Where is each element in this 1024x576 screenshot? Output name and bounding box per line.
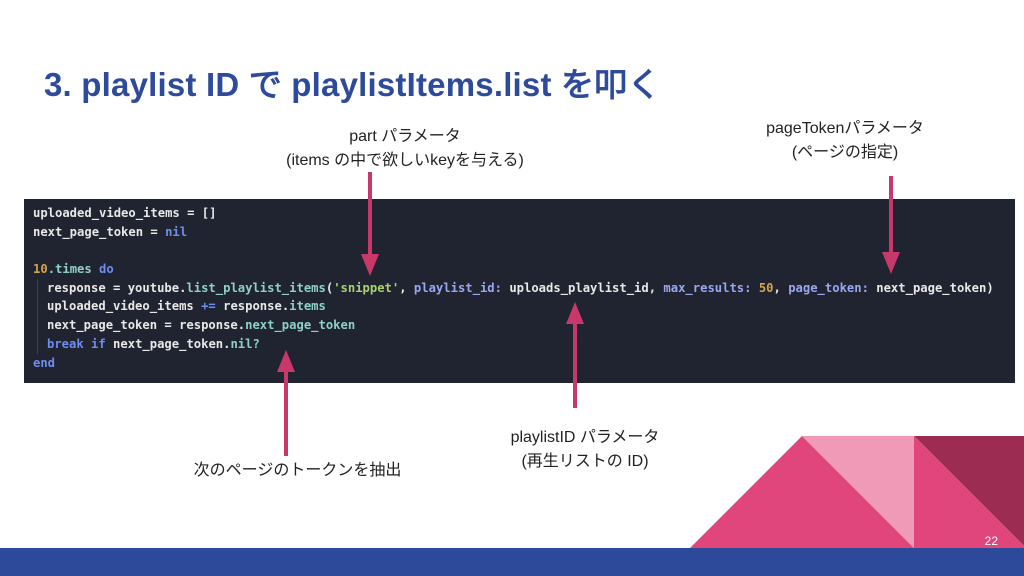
down-arrow-pagetoken — [882, 176, 900, 274]
decorative-triangles — [690, 436, 1024, 548]
code-block: uploaded_video_items = [] next_page_toke… — [24, 199, 1015, 383]
code-line: uploaded_video_items += response.items — [33, 297, 1015, 317]
down-arrow-part — [361, 172, 379, 276]
pagetoken-parameter-note: pageTokenパラメータ (ページの指定) — [730, 117, 960, 165]
up-arrow-playlistid — [566, 302, 584, 408]
code-line-blank — [33, 241, 1015, 260]
code-line: next_page_token = response.next_page_tok… — [33, 316, 1015, 335]
pagetoken-note-line1: pageTokenパラメータ — [766, 120, 924, 137]
code-line: 10.times do — [33, 262, 114, 277]
code-line: response = youtube.list_playlist_items('… — [33, 278, 1015, 298]
pagetoken-note-line2: (ページの指定) — [791, 144, 899, 161]
footer-bar — [0, 548, 1024, 576]
code-line: uploaded_video_items = [] — [33, 206, 217, 220]
up-arrow-next-token — [277, 350, 295, 456]
playlistid-note-line1: playlistID パラメータ — [510, 429, 660, 446]
code-line: end — [33, 355, 56, 370]
slide-title: 3. playlist ID で playlistItems.list を叩く — [44, 66, 661, 103]
code-line: next_page_token = nil — [33, 224, 188, 239]
part-parameter-note: part パラメータ (items の中で欲しいkeyを与える) — [255, 125, 555, 173]
part-note-line1: part パラメータ — [349, 128, 461, 145]
part-note-line2: (items の中で欲しいkeyを与える) — [286, 152, 524, 169]
playlistid-parameter-note: playlistID パラメータ (再生リストの ID) — [480, 426, 690, 474]
next-token-note: 次のページのトークンを抽出 — [193, 462, 402, 479]
code-line: break if next_page_token.nil? — [33, 334, 1015, 354]
playlistid-note-line2: (再生リストの ID) — [521, 453, 649, 470]
page-number: 22 — [984, 534, 998, 548]
